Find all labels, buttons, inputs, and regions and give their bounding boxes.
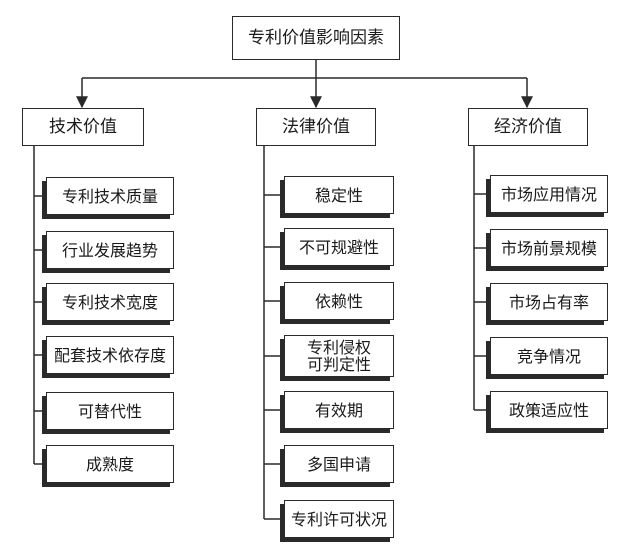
factor-legal-infringement-determinability: 专利侵权 可判定性 <box>284 335 394 377</box>
factor-tech-quality: 专利技术质量 <box>46 177 174 215</box>
factor-legal-licensing-status: 专利许可状况 <box>284 500 394 538</box>
factor-tech-dependency: 配套技术依存度 <box>46 336 174 374</box>
factor-legal-non-circumvention: 不可规避性 <box>284 228 394 266</box>
factor-legal-multi-country-filing: 多国申请 <box>284 445 394 483</box>
factor-legal-infringement-line-1: 专利侵权 <box>306 338 371 357</box>
factor-tech-breadth: 专利技术宽度 <box>46 283 174 321</box>
factor-legal-validity-period: 有效期 <box>284 391 394 429</box>
category-legal: 法律价值 <box>256 108 376 146</box>
root-node: 专利价值影响因素 <box>232 16 400 60</box>
factor-tech-industry-trend: 行业发展趋势 <box>46 231 174 269</box>
factor-tech-maturity: 成熟度 <box>46 445 174 483</box>
factor-legal-stability: 稳定性 <box>284 176 394 214</box>
category-tech: 技术价值 <box>22 108 144 146</box>
factor-econ-market-application: 市场应用情况 <box>490 175 608 213</box>
factor-econ-market-share: 市场占有率 <box>490 283 608 321</box>
factor-legal-infringement-line-2: 可判定性 <box>306 355 371 374</box>
category-economic: 经济价值 <box>468 108 588 146</box>
factor-legal-dependency: 依赖性 <box>284 282 394 320</box>
factor-tech-substitutability: 可替代性 <box>46 392 174 430</box>
factor-econ-competition: 竞争情况 <box>490 337 608 375</box>
factor-econ-policy-adaptability: 政策适应性 <box>490 391 608 429</box>
factor-econ-market-prospect: 市场前景规模 <box>490 229 608 267</box>
